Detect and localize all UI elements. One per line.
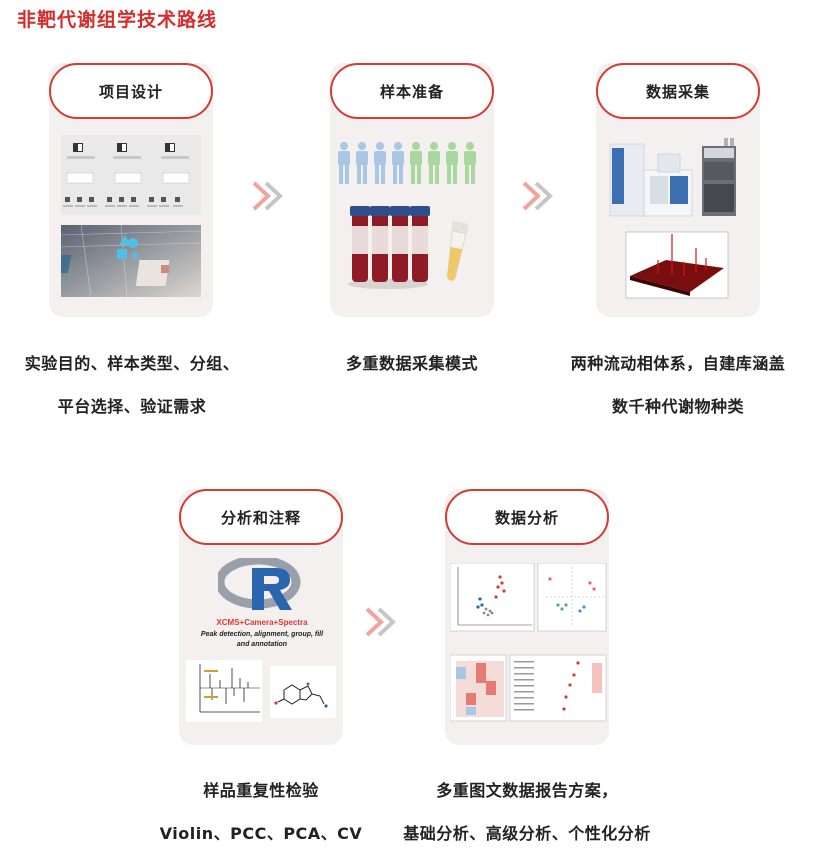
svg-text:XCMS+Camera+Spectra: XCMS+Camera+Spectra bbox=[216, 618, 308, 627]
r-logo-icon bbox=[218, 558, 301, 610]
arrow-icon bbox=[522, 181, 553, 211]
molecule-structure bbox=[270, 666, 336, 718]
step-caption-acquisition-line-2: 数千种代谢物种类 bbox=[611, 397, 744, 416]
sample-illustration bbox=[338, 142, 476, 289]
design-illustration bbox=[61, 135, 201, 297]
step-caption-analysis-line-1: 多重图文数据报告方案， bbox=[436, 781, 618, 800]
acquisition-illustration bbox=[609, 138, 736, 299]
step-caption-annotation-line-2: Violin、PCC、PCA、CV bbox=[159, 824, 363, 843]
page-title: 非靶代谢组学技术路线 bbox=[17, 9, 218, 31]
step-label-analysis: 数据分析 bbox=[445, 489, 609, 545]
step-caption-design-line-1: 实验目的、样本类型、分组、 bbox=[24, 354, 240, 373]
step-label-design: 项目设计 bbox=[49, 63, 213, 119]
step-caption-sample-line-1: 多重数据采集模式 bbox=[345, 354, 478, 373]
spectrum-plot bbox=[186, 660, 262, 722]
step-caption-design-line-2: 平台选择、验证需求 bbox=[57, 397, 207, 416]
analysis-thumbnails bbox=[450, 563, 607, 722]
step-caption-analysis-line-2: 基础分析、高级分析、个性化分析 bbox=[403, 824, 651, 843]
step-label-sample: 样本准备 bbox=[330, 63, 494, 119]
arrow-icon bbox=[252, 181, 283, 211]
svg-text:Peak detection, alignment, gro: Peak detection, alignment, group, fill bbox=[201, 631, 324, 638]
arrow-icon bbox=[365, 607, 396, 637]
step-label-acquisition: 数据采集 bbox=[596, 63, 760, 119]
step-caption-annotation-line-1: 样品重复性检验 bbox=[203, 781, 319, 800]
svg-text:and annotation: and annotation bbox=[237, 641, 287, 648]
xcms-caption: XCMS+Camera+Spectra Peak detection, alig… bbox=[201, 618, 324, 648]
step-caption-acquisition-line-1: 两种流动相体系，自建库涵盖 bbox=[570, 354, 786, 373]
step-label-annotation: 分析和注释 bbox=[179, 489, 343, 545]
